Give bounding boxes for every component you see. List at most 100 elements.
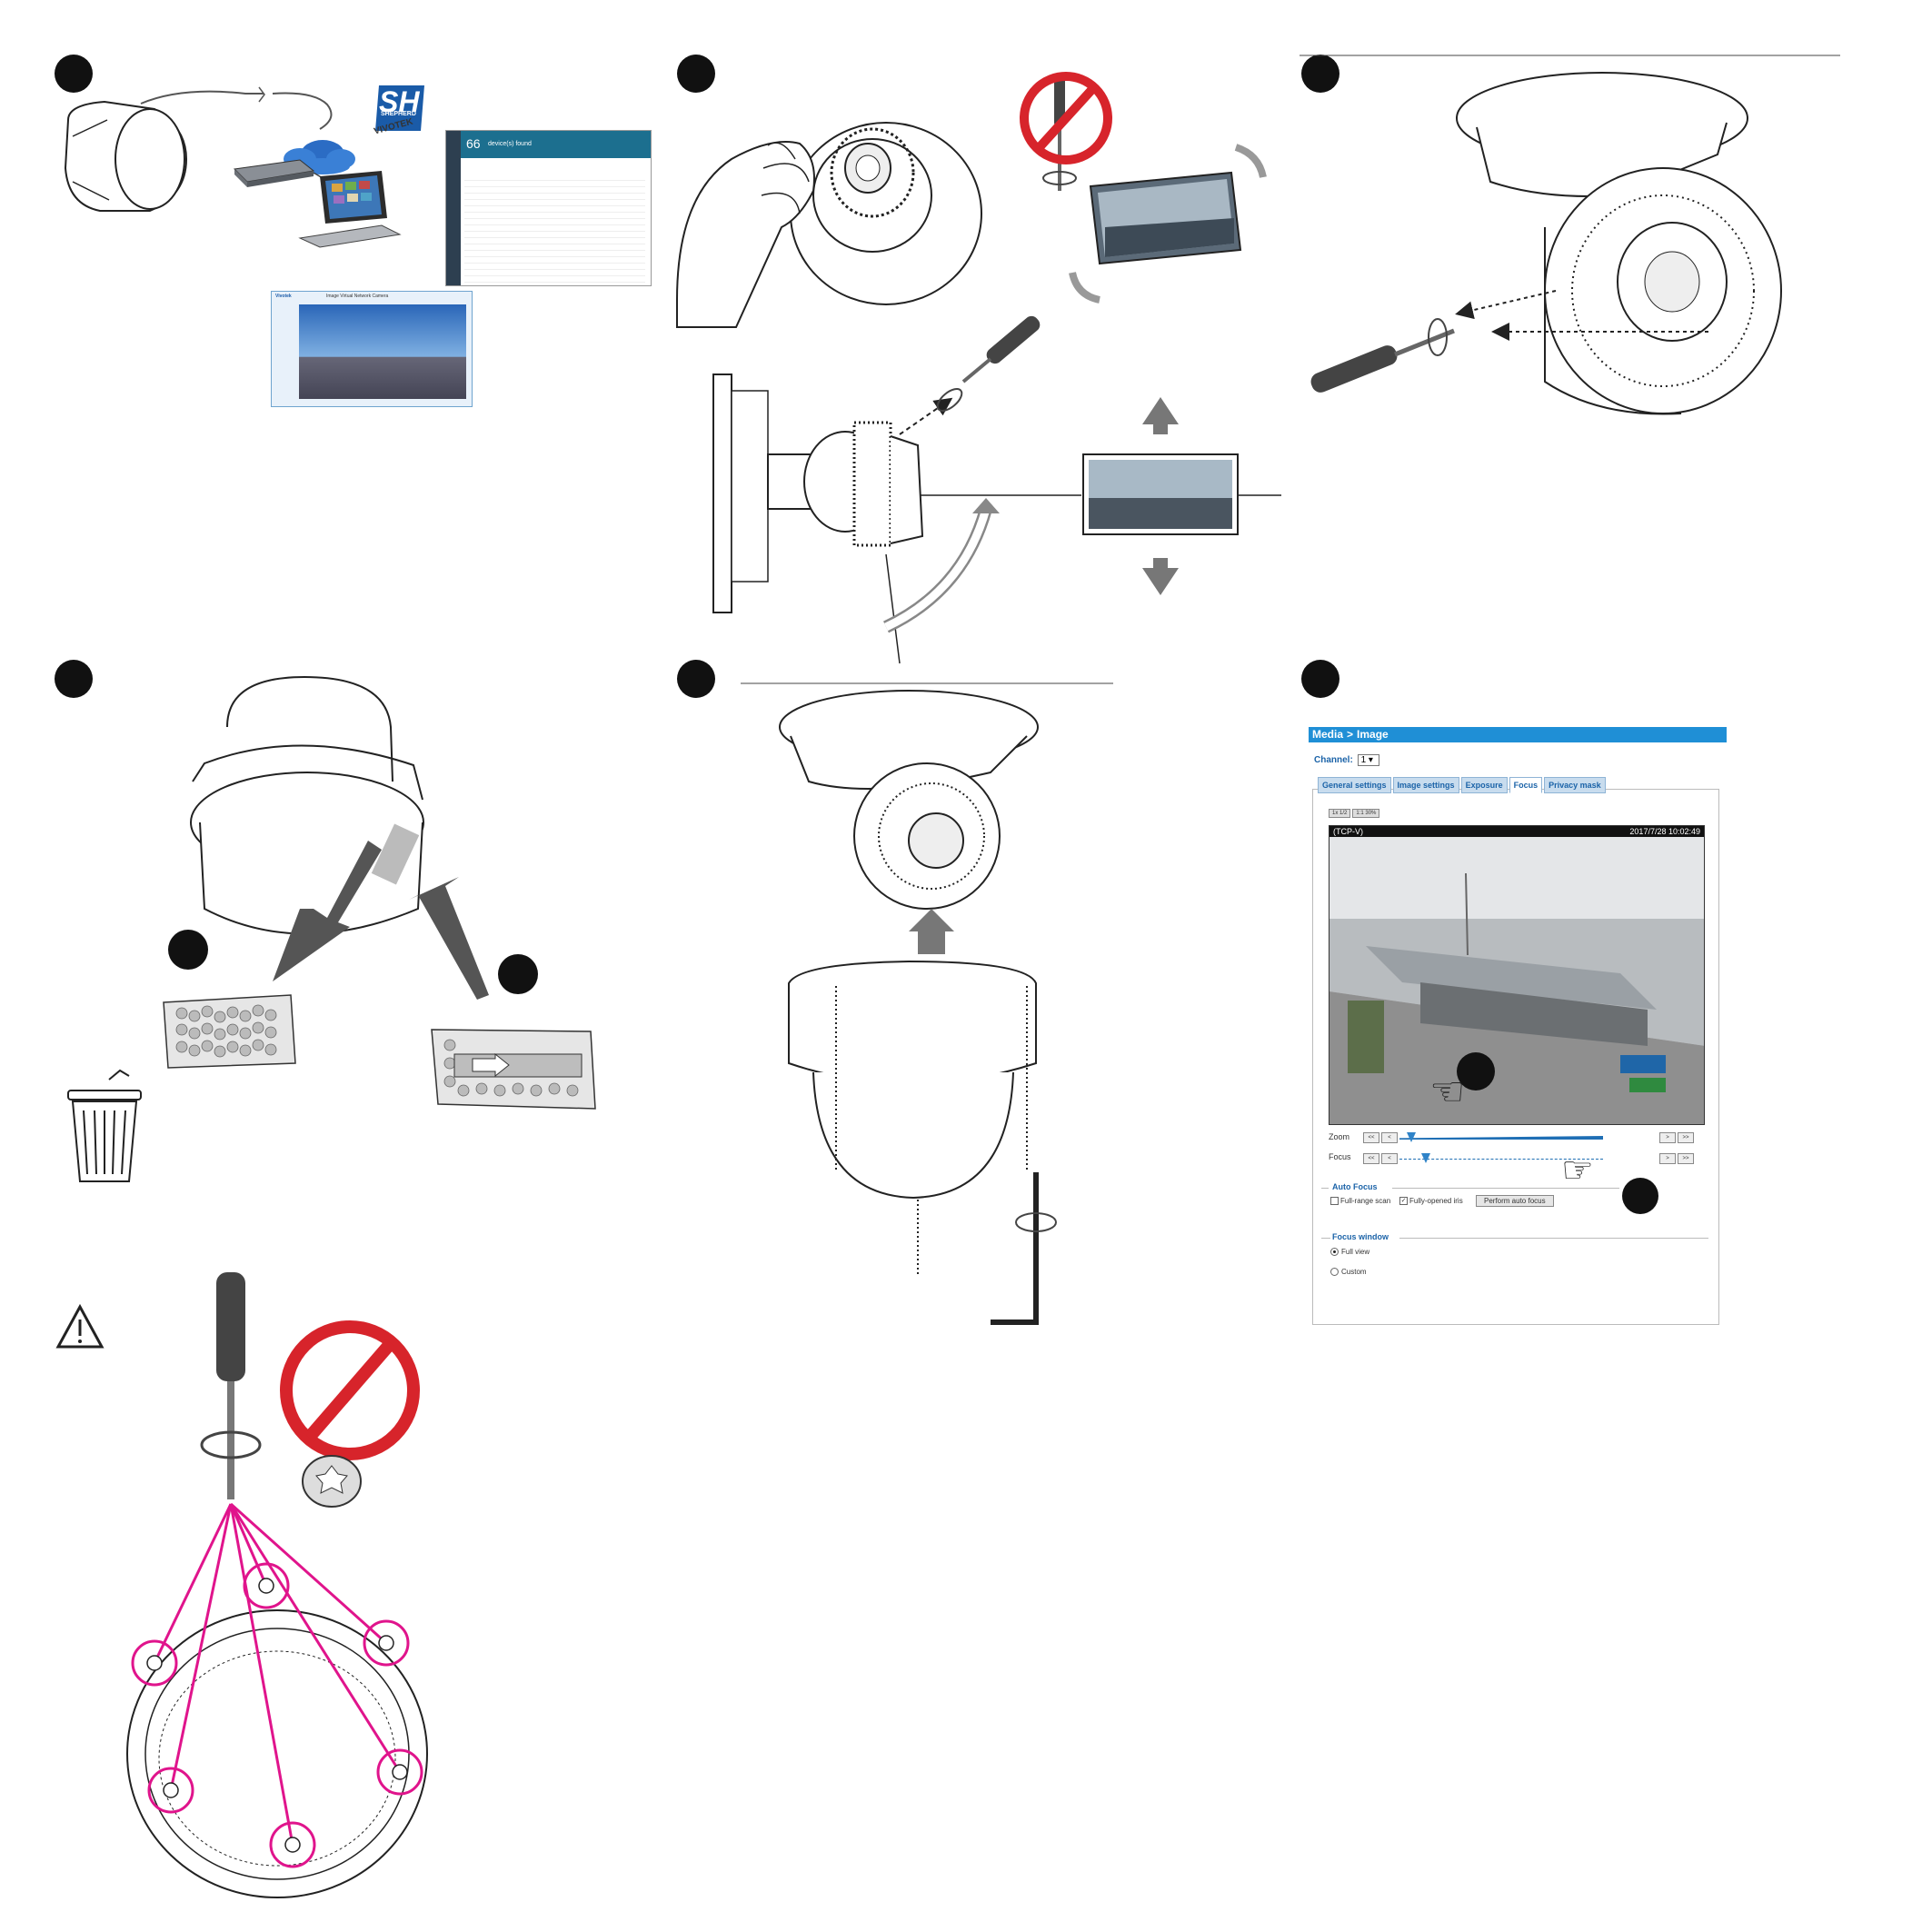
focus-handle[interactable] xyxy=(1421,1153,1431,1163)
trash-can-icon xyxy=(67,1069,142,1182)
torx-screw-icon xyxy=(302,1455,362,1508)
lens-module-hand xyxy=(676,122,982,328)
image-tilt-preview xyxy=(1089,171,1242,265)
breadcrumb: Media>Image xyxy=(1309,727,1727,742)
app-sidebar xyxy=(446,131,461,285)
auto-focus-section: Auto Focus xyxy=(1332,1182,1378,1191)
breadcrumb-separator: > xyxy=(1347,728,1354,741)
web-ui-brand: Vivotek xyxy=(275,294,292,299)
prohibit-icon xyxy=(280,1320,420,1460)
full-range-scan-option[interactable]: Full-range scan xyxy=(1330,1197,1391,1206)
fully-opened-iris-option[interactable]: ✓Fully-opened iris xyxy=(1399,1197,1463,1206)
video-timestamp: 2017/7/28 10:02:49 xyxy=(1629,827,1700,836)
screw-highlights xyxy=(131,1502,423,1868)
video-preview: (TCP-V) 2017/7/28 10:02:49 xyxy=(1329,825,1705,1125)
breadcrumb-image: Image xyxy=(1357,728,1389,741)
step-marker-5 xyxy=(677,660,715,698)
web-ui-live-view xyxy=(299,304,466,399)
custom-radio[interactable] xyxy=(1330,1268,1339,1277)
camera-web-ui: Vivotek Image Virtual Network Camera xyxy=(271,291,473,407)
step-4-marker-b xyxy=(498,954,538,994)
tab-general-settings[interactable]: General settings xyxy=(1318,777,1391,793)
pointing-hand-icon: ☜ xyxy=(1429,1070,1466,1114)
view-button-2[interactable]: 1:1 30% xyxy=(1352,809,1380,818)
focus-fast-near-button[interactable]: << xyxy=(1363,1153,1379,1164)
step-marker-2 xyxy=(677,55,715,93)
full-view-radio[interactable] xyxy=(1330,1248,1339,1257)
zoom-fast-in-button[interactable]: >> xyxy=(1678,1132,1694,1143)
zoom-slider[interactable] xyxy=(1399,1132,1603,1142)
focus-step-near-button[interactable]: < xyxy=(1381,1153,1398,1164)
dome-cover xyxy=(788,960,1037,1277)
channel-select[interactable]: 1 ▾ xyxy=(1357,754,1379,766)
switch-icon xyxy=(233,159,315,187)
rotate-arrow-icon xyxy=(1042,171,1077,185)
tab-image-settings[interactable]: Image settings xyxy=(1392,777,1459,793)
view-size-buttons: 1x 1/2 1:1 30% xyxy=(1329,809,1380,818)
full-range-scan-label: Full-range scan xyxy=(1340,1197,1391,1205)
full-range-scan-checkbox[interactable] xyxy=(1330,1197,1339,1206)
breadcrumb-media[interactable]: Media xyxy=(1312,728,1344,741)
camera-module-top xyxy=(779,690,1039,910)
tab-exposure[interactable]: Exposure xyxy=(1460,777,1508,793)
screwdriver-icon xyxy=(200,1272,262,1499)
zoom-label: Zoom xyxy=(1329,1132,1350,1141)
focus-window-section: Focus window xyxy=(1332,1232,1389,1241)
custom-option[interactable]: Custom xyxy=(1330,1268,1367,1277)
tab-focus[interactable]: Focus xyxy=(1509,777,1543,793)
channel-value: 1 xyxy=(1360,755,1367,765)
step-4-marker-a xyxy=(168,930,208,970)
shepherd-logo: SH SHEPHERD VIVOTEK xyxy=(368,84,432,140)
full-view-option[interactable]: Full view xyxy=(1330,1248,1370,1257)
zoom-step-out-button[interactable]: < xyxy=(1381,1132,1398,1143)
step-marker-6 xyxy=(1301,660,1339,698)
zoom-step-in-button[interactable]: > xyxy=(1659,1132,1676,1143)
video-frame xyxy=(1329,837,1704,1124)
warning-icon xyxy=(55,1303,105,1349)
media-image-panel: Media>Image Channel: 1 ▾ General setting… xyxy=(1309,727,1727,1327)
laptop-icon xyxy=(298,171,402,248)
zoom-fast-out-button[interactable]: << xyxy=(1363,1132,1379,1143)
shepherd-device-list: 66 device(s) found xyxy=(445,130,652,286)
web-ui-title: Image Virtual Network Camera xyxy=(326,294,389,299)
perform-auto-focus-button[interactable]: Perform auto focus xyxy=(1476,1195,1554,1207)
device-table xyxy=(464,174,645,283)
focus-label: Focus xyxy=(1329,1152,1351,1161)
focus-fast-far-button[interactable]: >> xyxy=(1678,1153,1694,1164)
camera-base-housing xyxy=(190,675,424,935)
step-markers xyxy=(55,55,1339,698)
focus-step-far-button[interactable]: > xyxy=(1659,1153,1676,1164)
tab-privacy-mask[interactable]: Privacy mask xyxy=(1544,777,1606,793)
hex-key-icon xyxy=(991,1172,1057,1325)
full-view-label: Full view xyxy=(1341,1248,1370,1256)
screwdriver-icon xyxy=(1310,318,1455,393)
focus-step-marker-b xyxy=(1622,1178,1658,1214)
tab-bar: General settings Image settings Exposure… xyxy=(1318,777,1606,793)
step-marker-4 xyxy=(55,660,93,698)
view-button-1[interactable]: 1x 1/2 xyxy=(1329,809,1351,818)
focus-slider[interactable] xyxy=(1399,1153,1603,1163)
screwdriver-icon xyxy=(936,315,1041,412)
step-marker-1 xyxy=(55,55,93,93)
app-header: 66 device(s) found xyxy=(461,131,651,158)
pointing-hand-icon: ☜ xyxy=(1561,1150,1594,1190)
camera-dome-icon xyxy=(64,100,188,212)
desiccant-pack-icon xyxy=(431,1029,596,1110)
image-pan-preview xyxy=(1082,453,1239,535)
fully-opened-iris-checkbox[interactable]: ✓ xyxy=(1399,1197,1408,1206)
device-count: 66 xyxy=(466,136,481,151)
channel-row: Channel: 1 ▾ xyxy=(1314,754,1379,766)
desiccant-pack-icon xyxy=(163,994,296,1069)
channel-label: Channel: xyxy=(1314,755,1353,765)
camera-underside xyxy=(1456,72,1782,415)
shepherd-logo-mark: SH xyxy=(379,85,420,118)
prohibit-icon xyxy=(1020,72,1112,164)
video-status-bar: (TCP-V) 2017/7/28 10:02:49 xyxy=(1329,826,1704,837)
device-found-label: device(s) found xyxy=(488,141,532,147)
step-marker-3 xyxy=(1301,55,1339,93)
custom-label: Custom xyxy=(1341,1268,1367,1276)
zoom-handle[interactable] xyxy=(1407,1132,1417,1142)
focus-step-marker-a xyxy=(1457,1052,1495,1090)
side-view-module xyxy=(712,373,924,613)
